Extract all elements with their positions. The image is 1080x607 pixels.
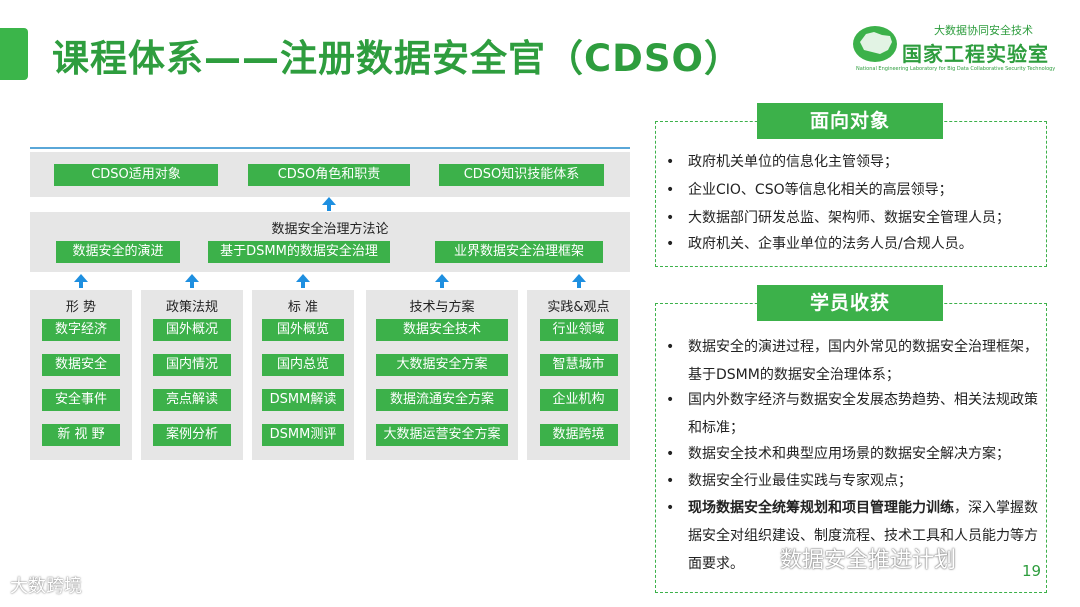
column-box: DSMM解读 [262,389,344,411]
column-box: 国外概况 [153,319,231,341]
lab-logo: 大数据协同安全技术 国家工程实验室 National Engineering L… [852,22,1056,80]
column-box: 国内总览 [262,354,344,376]
top-box: CDSO适用对象 [54,164,218,186]
audience-item: 大数据部门研发总监、架构师、数据安全管理人员； [666,204,1038,232]
gains-item: 数据安全的演进过程，国内外常见的数据安全治理框架，基于DSMM的数据安全治理体系… [666,333,1038,389]
column-box: 国外概览 [262,319,344,341]
audience-item: 企业CIO、CSO等信息化相关的高层领导； [666,176,1038,204]
audience-label: 面向对象 [757,103,943,139]
logo-main-text: 国家工程实验室 [902,42,1049,66]
column-box: 数据跨境 [539,424,618,446]
china-map-icon [853,26,897,62]
arrow-up-icon [572,274,586,288]
column-box: 数据流通安全方案 [376,389,508,411]
column-box: 行业领域 [539,319,618,341]
column-box: 大数据运营安全方案 [376,424,508,446]
arrow-up-icon [435,274,449,288]
column-title: 标 准 [287,300,319,315]
column-box: DSMM测评 [262,424,344,446]
column-standards: 标 准 国外概览 国内总览 DSMM解读 DSMM测评 [252,290,354,460]
gains-item-rest: ，深入掌握数据安全对组织建设、制度流程、技术工具和人员能力等方面要求。 [688,500,1038,572]
page-number: 19 [1022,562,1042,580]
arrow-up-icon [322,197,336,211]
column-box: 数据安全 [42,354,120,376]
watermark-right: 数据安全推进计划 [780,548,957,573]
gains-label: 学员收获 [757,285,943,321]
methodology-title: 数据安全治理方法论 [271,222,389,237]
gains-item: 数据安全行业最佳实践与专家观点； [666,467,1038,495]
column-practice: 实践&观点 行业领域 智慧城市 企业机构 数据跨境 [527,290,630,460]
column-title: 技术与方案 [409,300,475,315]
gains-item: 现场数据安全统筹规划和项目管理能力训练，深入掌握数据安全对组织建设、制度流程、技… [666,494,1038,578]
column-box: 数字经济 [42,319,120,341]
audience-item: 政府机关单位的信息化主管领导； [666,148,1038,176]
gains-item-bold: 现场数据安全统筹规划和项目管理能力训练 [688,500,954,516]
column-tech: 技术与方案 数据安全技术 大数据安全方案 数据流通安全方案 大数据运营安全方案 [366,290,518,460]
arrow-up-icon [296,274,310,288]
column-box: 智慧城市 [539,354,618,376]
logo-english-text: National Engineering Laboratory for Big … [856,66,1056,72]
column-title: 形 势 [65,300,97,315]
column-title: 实践&观点 [547,300,610,315]
gains-item: 国内外数字经济与数据安全发展态势趋势、相关法规政策和标准； [666,386,1038,442]
arrow-up-icon [185,274,199,288]
logo-top-text: 大数据协同安全技术 [934,24,1033,37]
slide-title: 课程体系——注册数据安全官（CDSO） [52,37,742,80]
watermark-left: 大数跨境 [10,576,82,597]
column-box: 新 视 野 [42,424,120,446]
diagram-top-line [30,147,630,149]
methodology-box: 数据安全的演进 [56,241,180,263]
column-box: 安全事件 [42,389,120,411]
methodology-box: 业界数据安全治理框架 [435,241,603,263]
column-box: 数据安全技术 [376,319,508,341]
column-box: 亮点解读 [153,389,231,411]
column-box: 大数据安全方案 [376,354,508,376]
column-policy: 政策法规 国外概况 国内情况 亮点解读 案例分析 [141,290,243,460]
top-box: CDSO知识技能体系 [439,164,604,186]
column-title: 政策法规 [165,300,218,315]
top-box: CDSO角色和职责 [248,164,410,186]
column-box: 国内情况 [153,354,231,376]
column-box: 案例分析 [153,424,231,446]
gains-item: 数据安全技术和典型应用场景的数据安全解决方案； [666,440,1038,468]
title-accent-bar [0,28,28,80]
cdso-top-band: CDSO适用对象 CDSO角色和职责 CDSO知识技能体系 [30,152,630,197]
audience-item: 政府机关、企事业单位的法务人员/合规人员。 [666,230,1038,258]
methodology-box: 基于DSMM的数据安全治理 [208,241,390,263]
arrow-up-icon [74,274,88,288]
column-situation: 形 势 数字经济 数据安全 安全事件 新 视 野 [30,290,132,460]
methodology-band: 数据安全治理方法论 数据安全的演进 基于DSMM的数据安全治理 业界数据安全治理… [30,212,630,272]
column-box: 企业机构 [539,389,618,411]
